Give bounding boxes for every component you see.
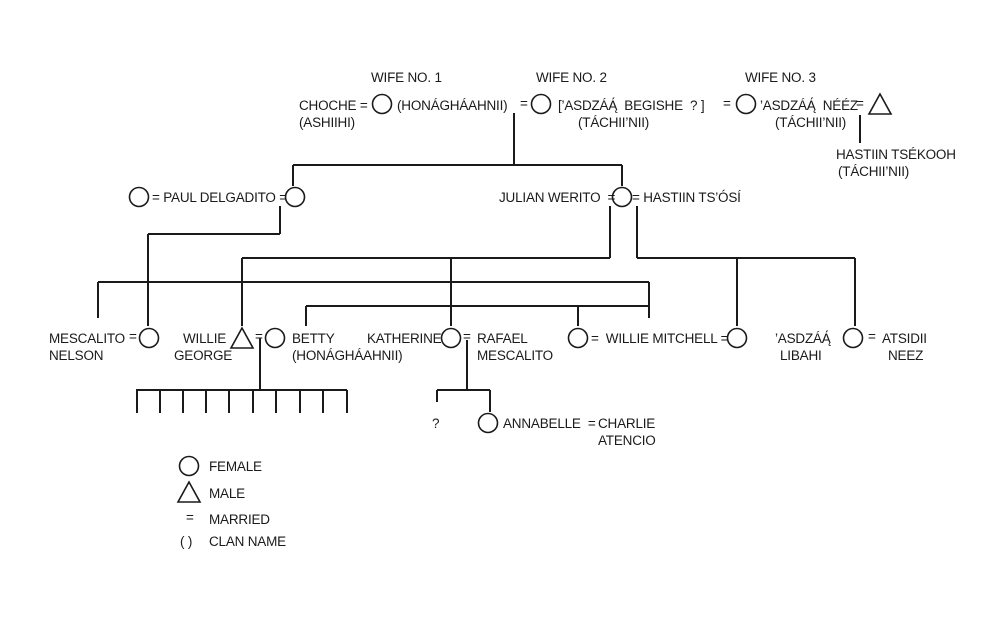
legend-clan-label: CLAN NAME (209, 534, 286, 549)
asdzaa-libahi-name-line2: LIBAHI (780, 348, 822, 363)
betty-clan: (HONÁGHÁAHNII) (292, 348, 403, 363)
willie-george-children-ticks (136, 390, 348, 413)
willie-george-marriage-sign: = (255, 329, 263, 344)
rafael-name-line2: MESCALITO (477, 348, 553, 363)
julian-werito-name: JULIAN WERITO = (499, 190, 616, 205)
choche-name: CHOCHE = (299, 98, 368, 113)
wife3-female-symbol (735, 93, 757, 115)
wife3-name: ’ASDZÁĄ́ NÉÉZ (760, 98, 858, 113)
willie-george-name-line2: GEORGE (174, 348, 233, 363)
mescalito-nelson-wife-female-symbol (138, 327, 160, 349)
julian-werito-wife-female-symbol (611, 186, 633, 208)
betty-female-symbol (264, 327, 286, 349)
unknown-child-label: ? (432, 416, 440, 431)
wife3-marriage-sign: = (723, 96, 731, 111)
hastiin-tsosi-name: = HASTIIN TS’ÓSÍ (632, 190, 741, 205)
hastiin-tsekooh-name: HASTIIN TSÉKOOH (836, 147, 956, 162)
legend-clan-symbol: ( ) (180, 534, 193, 549)
wife2-heading: WIFE NO. 2 (536, 70, 607, 85)
legend-female-symbol (178, 455, 200, 477)
choche-clan: (ASHIIHI) (299, 115, 355, 130)
wife2-name: [’ASDZÁĄ́ BEGISHE ? ] (558, 98, 705, 113)
charlie-atencio-name-line2: ATENCIO (598, 433, 656, 448)
hastiin-tsekooh-clan: (TÁCHII’NII) (838, 164, 910, 179)
mescalito-nelson-marriage-sign: = (129, 329, 137, 344)
wife2-clan: (TÁCHII’NII) (578, 115, 650, 130)
wife2-marriage-sign: = (520, 96, 528, 111)
connector-lines (97, 113, 861, 413)
wife1-clan: (HONÁGHÁAHNII) (397, 98, 508, 113)
wife2-female-symbol (530, 93, 552, 115)
paul-delgadito-wife2-female-symbol (284, 186, 306, 208)
legend-male-symbol (176, 480, 202, 503)
legend-married-label: MARRIED (209, 512, 270, 527)
annabelle-female-symbol (477, 412, 499, 434)
mescalito-nelson-name-line1: MESCALITO (49, 331, 125, 346)
legend-married-symbol: = (186, 510, 194, 525)
betty-name: BETTY (292, 331, 335, 346)
rafael-marriage-sign: = (463, 329, 471, 344)
wife1-heading: WIFE NO. 1 (371, 70, 442, 85)
person-symbols (128, 92, 893, 503)
sibling-female-symbol (567, 327, 589, 349)
atsidii-neez-name-line2: NEEZ (888, 348, 924, 363)
katherine-female-symbol (440, 327, 462, 349)
atsidii-neez-name-line1: ATSIDII (882, 331, 927, 346)
annabelle-name: ANNABELLE = (503, 416, 596, 431)
rafael-name-line1: RAFAEL (477, 331, 528, 346)
wife3-husband-marriage-sign: = (856, 96, 864, 111)
atsidii-neez-wife-female-symbol (842, 327, 864, 349)
hastiin-tsekooh-male-symbol (867, 92, 893, 115)
charlie-atencio-name-line1: CHARLIE (598, 416, 656, 431)
legend-female-label: FEMALE (209, 459, 262, 474)
wife3-clan: (TÁCHII’NII) (775, 115, 847, 130)
willie-george-name-line1: WILLIE (183, 331, 227, 346)
wife1-female-symbol (371, 93, 393, 115)
paul-delgadito-name: = PAUL DELGADITO = (152, 190, 287, 205)
wife3-heading: WIFE NO. 3 (745, 70, 816, 85)
asdzaa-libahi-name-line1: ’ASDZÁĄ́ (775, 331, 831, 346)
paul-delgadito-wife1-female-symbol (128, 186, 150, 208)
willie-mitchell-name: = WILLIE MITCHELL = (591, 331, 729, 346)
atsidii-neez-marriage-sign: = (868, 329, 876, 344)
katherine-name: KATHERINE (367, 331, 442, 346)
mescalito-nelson-name-line2: NELSON (49, 348, 104, 363)
willie-george-male-symbol (229, 326, 255, 349)
legend-male-label: MALE (209, 486, 245, 501)
willie-mitchell-wife-female-symbol (726, 327, 748, 349)
